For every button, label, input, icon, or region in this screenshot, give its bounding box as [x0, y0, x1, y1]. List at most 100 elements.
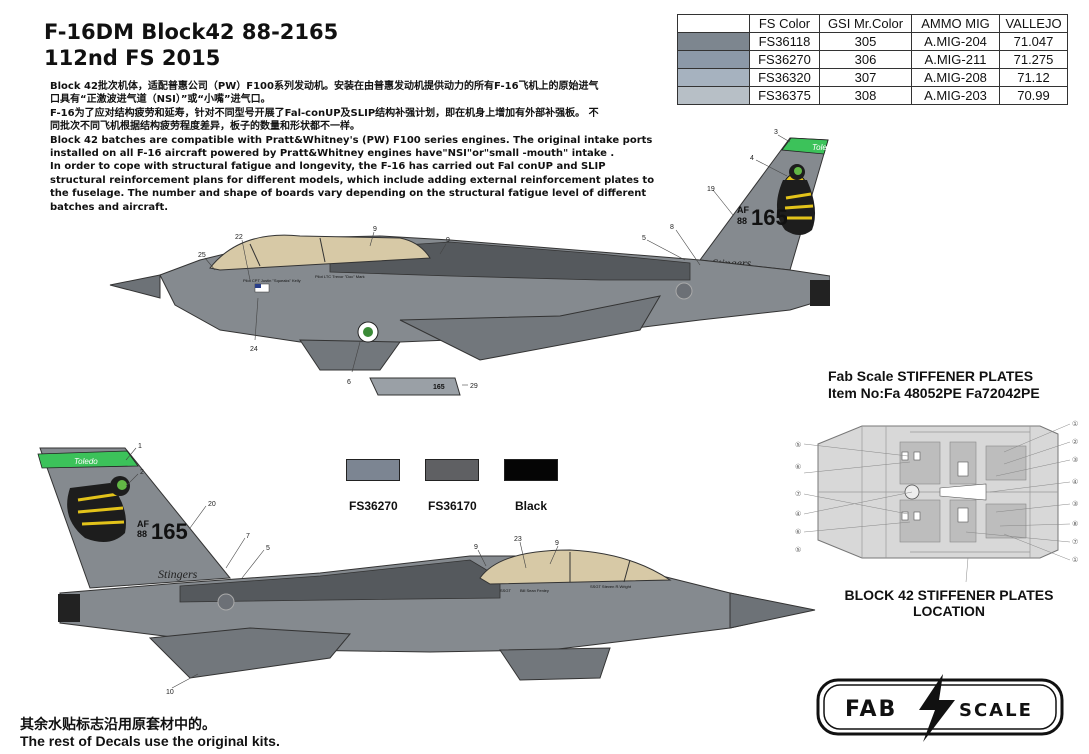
intake	[499, 647, 611, 681]
callout-5: 5	[266, 545, 270, 552]
pylon-tank	[369, 377, 461, 396]
pilot-name-left: Pilot CPT Justin "Squeaks" Kelly	[243, 278, 301, 283]
intro-line: 同批次不同飞机根据结构疲劳程度差异，板子的数量和形状都不一样。	[50, 121, 360, 133]
column-header: VALLEJO	[999, 14, 1068, 33]
intro-line: the fuselage. The number and shape of bo…	[50, 188, 647, 200]
nose-cone	[109, 274, 161, 299]
mig-code: A.MIG-204	[911, 32, 1000, 51]
swatch-fs36270	[346, 459, 400, 481]
column-header: GSI Mr.Color	[819, 14, 912, 33]
insignia-icon	[217, 593, 235, 611]
tail-fin	[39, 447, 231, 589]
stiffener-heading: Fab Scale STIFFENER PLATES Item No:Fa 48…	[828, 368, 1040, 402]
callout-2: 2	[140, 469, 144, 476]
table-row: FS36375 308 A.MIG-203 70.99	[677, 86, 1068, 105]
callout-8: 8	[670, 224, 674, 231]
callout-4: 4	[750, 155, 754, 162]
logo-text-fab: FAB	[845, 697, 897, 722]
intro-line: Block 42批次机体，适配普惠公司（PW）F100系列发动机。安装在由普惠发…	[50, 81, 599, 92]
fs-code: FS36375	[749, 86, 820, 105]
engine-nozzle	[810, 280, 830, 306]
tail-band	[781, 137, 829, 155]
hornet-emblem	[67, 476, 130, 542]
color-swatch	[677, 50, 750, 69]
tail-band	[37, 450, 139, 469]
fs-code: FS36118	[749, 32, 820, 51]
canopy	[479, 549, 672, 585]
table-row: FS36320 307 A.MIG-208 71.12	[677, 68, 1068, 87]
callout-9a: 9	[373, 226, 377, 233]
callout-5: 5	[642, 235, 646, 242]
callout-3: 3	[774, 129, 778, 136]
stiffener-callout: ⑤	[795, 546, 801, 554]
crew-name-1: SSGT	[500, 588, 511, 593]
table-row: FS36270 306 A.MIG-211 71.275	[677, 50, 1068, 69]
callout-9b: 9	[446, 237, 450, 244]
gsi-code: 306	[819, 50, 912, 69]
vallejo-code: 70.99	[999, 86, 1068, 105]
insignia-icon	[675, 282, 693, 300]
callout-7: 7	[246, 533, 250, 540]
fs-code: FS36320	[749, 68, 820, 87]
intro-line: Block 42 batches are compatible with Pra…	[50, 134, 653, 146]
page-title: F-16DM Block42 88-2165	[44, 20, 339, 44]
gsi-code: 308	[819, 86, 912, 105]
stiffener-callout: ④	[1072, 478, 1078, 486]
stiffener-callout: ②	[1072, 438, 1078, 446]
mig-code: A.MIG-208	[911, 68, 1000, 87]
intro-line: structural reinforcement plans for diffe…	[50, 174, 655, 186]
crew-name-3: SSGT Steven R.Wright	[590, 584, 632, 589]
color-swatch	[677, 68, 750, 87]
paint-color-table: FS Color GSI Mr.Color AMMO MIG VALLEJO F…	[677, 14, 1068, 105]
stiffener-callout: ④	[795, 510, 801, 518]
callout-23: 23	[514, 536, 522, 543]
aircraft-profile-bottom: Toledo AF 88 165 Stingers SSGT Bill Sean…	[37, 443, 816, 696]
vallejo-code: 71.275	[999, 50, 1068, 69]
column-header: AMMO MIG	[911, 14, 1000, 33]
table-header-row: FS Color GSI Mr.Color AMMO MIG VALLEJO	[677, 14, 1068, 33]
gsi-code: 305	[819, 32, 912, 51]
intro-line: 口具有“正激波进气道（NSI）”或“小嘴”进气口。	[50, 94, 271, 106]
callout-19: 19	[707, 186, 715, 193]
item-number-line: Item No:Fa 48052PE Fa72042PE	[828, 385, 1040, 401]
mig-code: A.MIG-211	[911, 50, 1000, 69]
page-subtitle: 112nd FS 2015	[44, 46, 221, 70]
lightning-bolt-icon	[919, 674, 955, 742]
callout-9a: 9	[474, 544, 478, 551]
stiffener-caption-line: BLOCK 42 STIFFENER PLATES	[844, 587, 1054, 603]
intro-line: installed on all F-16 aircraft powered b…	[50, 148, 615, 160]
tail-year: 88	[137, 529, 147, 539]
intro-line: F-16为了应对结构疲劳和延寿，针对不同型号开展了Fal-conUP及SLIP结…	[50, 107, 599, 119]
intake	[299, 339, 401, 371]
tail-number: 165	[751, 205, 788, 230]
gsi-code: 307	[819, 68, 912, 87]
swatch-label: FS36270	[349, 499, 398, 513]
stiffener-plates-diagram: ⑤ ⑥ ⑦ ④ ⑥ ⑤ ① ② ③ ④ ③ ⑧ ⑦ ①	[790, 402, 1086, 584]
vallejo-code: 71.047	[999, 32, 1068, 51]
intro-line: batches and aircraft.	[50, 201, 169, 213]
footer-line-cn: 其余水贴标志沿用原套材中的。	[20, 716, 216, 732]
nose-cone	[729, 592, 816, 629]
pylon-number: 165	[433, 384, 445, 391]
pilot-name-right: Pilot LTC Trevor "Doc" Mark	[315, 274, 365, 279]
stiffener-callout: ⑥	[795, 463, 801, 471]
logo-text-scale: SCALE	[959, 700, 1033, 721]
aircraft-profile-top: Toledo AF 88 165 Stingers Pilot CPT Just…	[109, 129, 830, 396]
swatch-header	[677, 14, 750, 33]
stiffener-callout: ⑥	[795, 528, 801, 536]
squadron-name: Stingers	[158, 567, 198, 581]
stiffener-callout: ⑦	[1072, 538, 1078, 546]
color-swatch	[677, 32, 750, 51]
callout-10: 10	[166, 689, 174, 696]
hornet-emblem	[776, 164, 816, 235]
callout-22: 22	[235, 234, 243, 241]
stiffener-caption-line: LOCATION	[912, 603, 986, 619]
swatch-label: FS36170	[428, 499, 477, 513]
stiffener-callout: ①	[1072, 556, 1078, 564]
wing	[399, 295, 661, 361]
column-header: FS Color	[749, 14, 820, 33]
wing	[148, 627, 352, 679]
swatch-black	[504, 459, 558, 481]
tail-code: AF	[137, 519, 149, 529]
stiffener-callout: ⑧	[1072, 520, 1078, 528]
